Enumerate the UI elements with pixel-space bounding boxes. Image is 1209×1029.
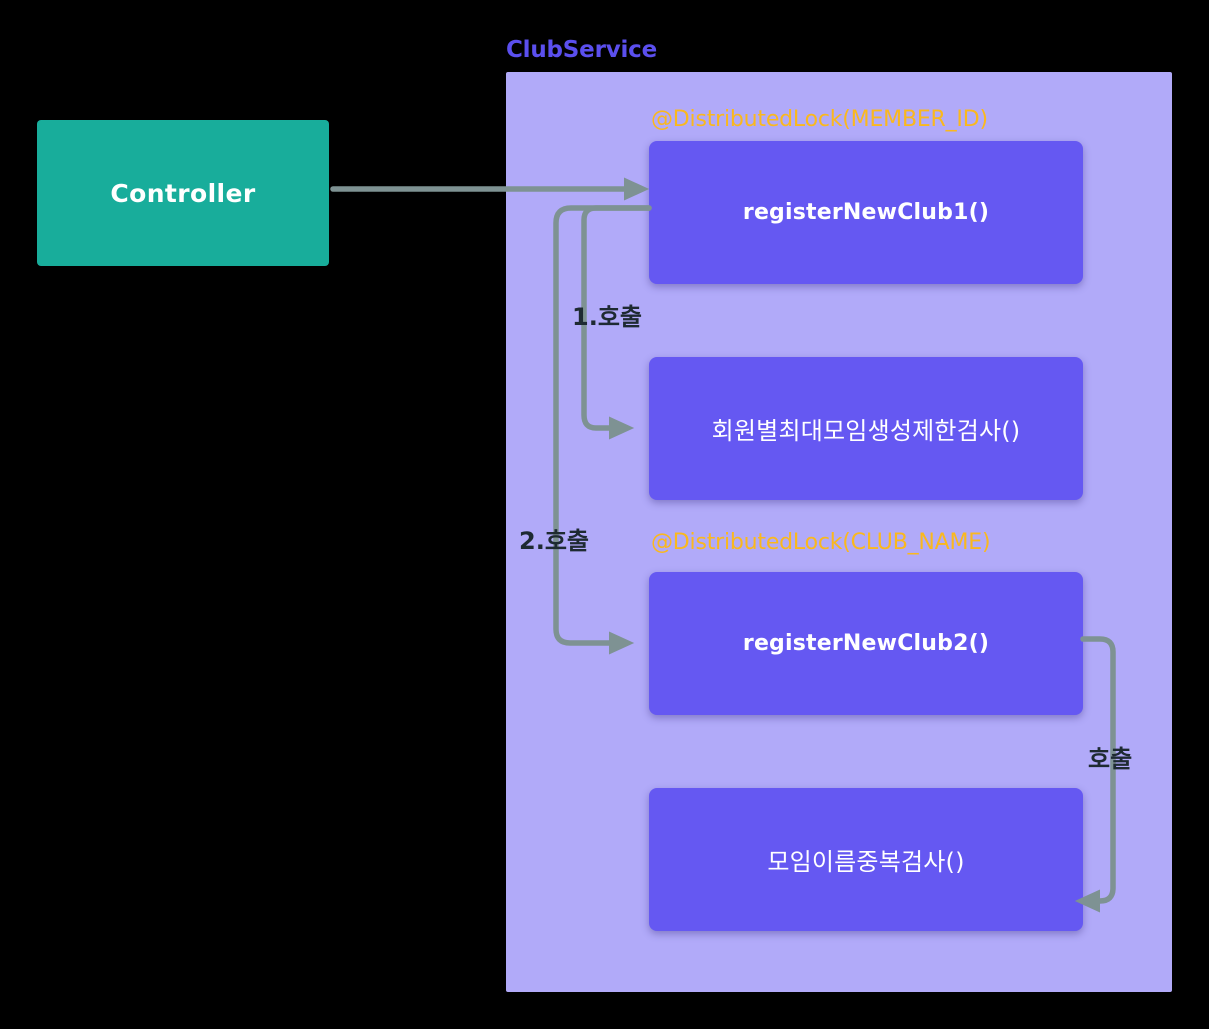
node-register-new-club2[interactable]: registerNewClub2() xyxy=(649,572,1083,715)
node-register-new-club1-label: registerNewClub1() xyxy=(742,200,990,225)
node-member-max-club-limit-check-label: 회원별최대모임생성제한검사() xyxy=(711,417,1021,445)
node-member-max-club-limit-check[interactable]: 회원별최대모임생성제한검사() xyxy=(649,357,1083,500)
edge-label-call-1: 1.호출 xyxy=(572,303,642,331)
node-controller[interactable]: Controller xyxy=(37,120,329,266)
node-register-new-club1[interactable]: registerNewClub1() xyxy=(649,141,1083,284)
edge-label-call-2: 2.호출 xyxy=(519,527,589,555)
annotation-distributedlock-club-name: @DistributedLock(CLUB_NAME) xyxy=(651,530,991,555)
group-clubservice-title: ClubService xyxy=(506,37,658,63)
annotation-distributedlock-member-id: @DistributedLock(MEMBER_ID) xyxy=(651,107,988,132)
node-club-name-duplicate-check[interactable]: 모임이름중복검사() xyxy=(649,788,1083,931)
edge-label-call-3: 호출 xyxy=(1088,745,1133,773)
node-controller-label: Controller xyxy=(110,178,256,208)
node-register-new-club2-label: registerNewClub2() xyxy=(742,631,990,656)
node-club-name-duplicate-check-label: 모임이름중복검사() xyxy=(767,848,965,876)
